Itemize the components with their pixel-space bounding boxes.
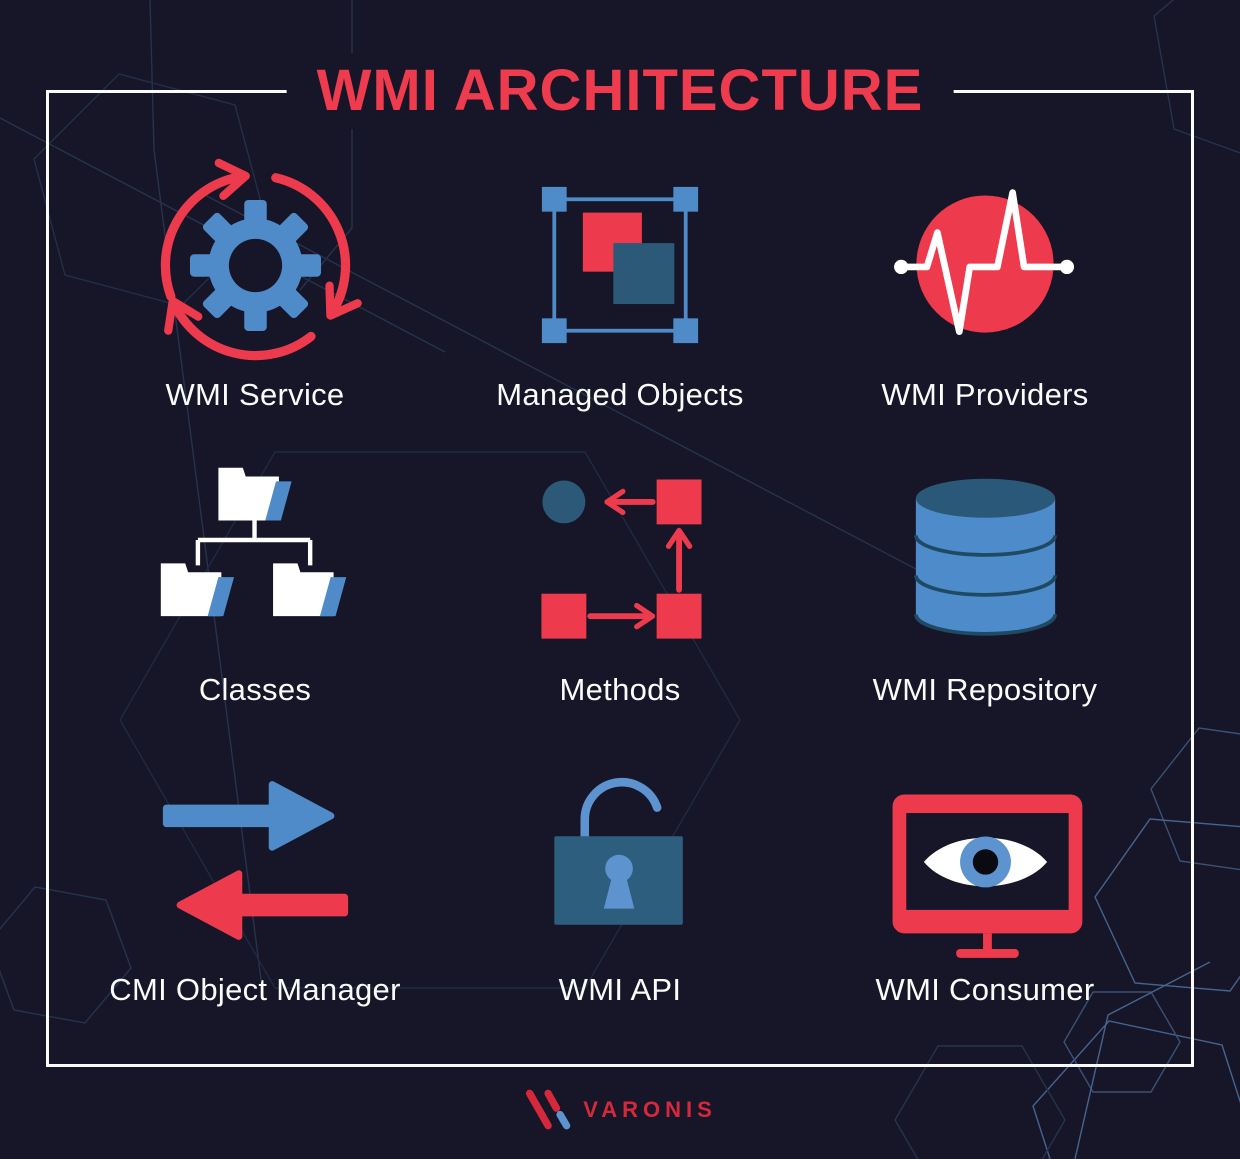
item-label: WMI Service: [165, 377, 345, 412]
varonis-logo: VARONIS: [523, 1088, 717, 1132]
diagram-item-cmi-object-manager: CMI Object Manager: [75, 750, 435, 1008]
item-label: WMI Repository: [872, 672, 1098, 707]
folder-tree-icon: [160, 467, 346, 616]
diagram-item-wmi-api: WMI API: [440, 750, 800, 1008]
diagram-item-managed-objects: Managed Objects: [440, 155, 800, 413]
database-icon: [913, 478, 1057, 636]
monitor-eye-icon: [892, 794, 1082, 958]
selection-objects-icon: [541, 186, 699, 344]
open-padlock-icon: [554, 777, 683, 925]
flow-squares-icon: [540, 478, 702, 639]
exchange-arrows-icon: [162, 781, 348, 940]
diagram-item-wmi-consumer: WMI Consumer: [805, 750, 1165, 1008]
item-label: Methods: [559, 672, 681, 707]
item-label: WMI Consumer: [875, 972, 1095, 1007]
diagram-item-wmi-providers: WMI Providers: [805, 155, 1165, 413]
diagram-item-classes: Classes: [75, 450, 435, 708]
infographic-title: WMI ARCHITECTURE: [286, 53, 954, 129]
item-label: CMI Object Manager: [109, 972, 401, 1007]
diagram-item-wmi-repository: WMI Repository: [805, 450, 1165, 708]
item-label: Managed Objects: [496, 377, 744, 412]
diagram-item-methods: Methods: [440, 450, 800, 708]
pulse-circle-icon: [894, 189, 1075, 335]
item-label: Classes: [198, 672, 312, 707]
varonis-logo-text: VARONIS: [583, 1097, 717, 1122]
diagram-item-wmi-service: WMI Service: [75, 155, 435, 413]
varonis-logo-mark-icon: [525, 1089, 571, 1130]
gear-sync-icon: [160, 158, 362, 360]
item-label: WMI API: [558, 972, 682, 1007]
item-label: WMI Providers: [881, 377, 1089, 412]
